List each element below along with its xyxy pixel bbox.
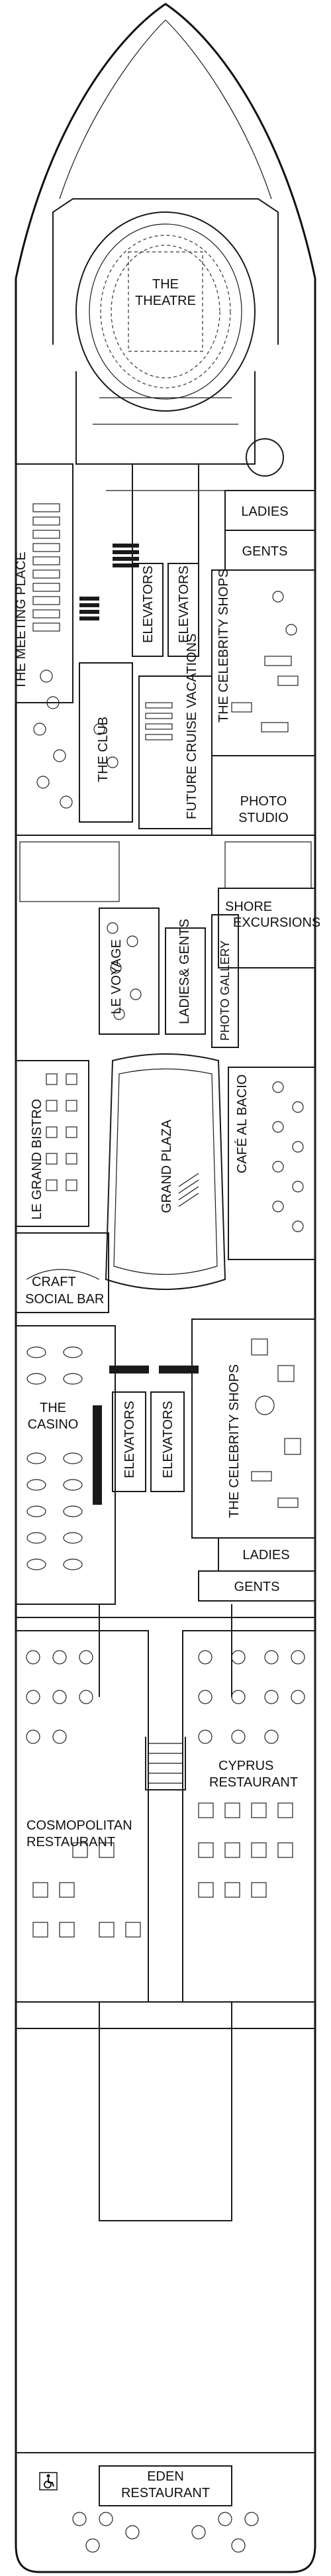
cosmopolitan-restaurant[interactable]: COSMOPOLITAN RESTAURANT [15, 1630, 149, 2003]
theatre-label-2: THEATRE [135, 294, 196, 308]
theatre-area[interactable]: THE THEATRE [52, 198, 284, 477]
cafe-al-bacio[interactable]: CAFÉ AL BACIO [228, 1067, 316, 1260]
bow-line-right [165, 19, 272, 200]
shore-excursions-label-1: SHORE [225, 900, 272, 914]
restroom-aft[interactable]: LADIES GENTS [198, 1537, 316, 1602]
ladies-mid-label: LADIES [242, 1548, 289, 1562]
photo-gallery-label: PHOTO GALLERY [218, 941, 232, 1041]
open-space-1 [19, 841, 120, 902]
casino-label-2: CASINO [28, 1417, 79, 1432]
shore-excursions[interactable]: SHORE EXCURSIONS [218, 888, 320, 968]
elevators-fwd-label-a: ELEVATORS [141, 565, 156, 643]
ladies-gents-label: LADIES& GENTS [177, 919, 192, 1024]
photo-studio-label-1: PHOTO [240, 794, 287, 809]
elevators-mid-label-a: ELEVATORS [122, 1401, 137, 1478]
wheelchair-icon [39, 2472, 58, 2490]
photo-studio[interactable]: PHOTO STUDIO [211, 755, 316, 836]
aft-staircase [145, 1737, 186, 1790]
ladies-fwd-label: LADIES [241, 504, 288, 519]
cosmopolitan-label-2: RESTAURANT [26, 1835, 115, 1849]
le-grand-bistro[interactable]: LE GRAND BISTRO [15, 1060, 89, 1227]
cyprus-label-1: CYPRUS [218, 1759, 273, 1773]
grand-plaza-label: GRAND PLAZA [160, 1119, 174, 1213]
le-voyage[interactable]: LE VOYAGE [99, 907, 160, 1035]
shore-excursions-label-2: EXCURSIONS [233, 915, 320, 930]
meeting-place-label: THE MEETING PLACE [14, 552, 28, 689]
seating-fwd [79, 544, 139, 620]
elevators-mid-label-b: ELEVATORS [161, 1401, 175, 1478]
celebrity-shops-mid-label: THE CELEBRITY SHOPS [227, 1364, 242, 1518]
gents-fwd-label: GENTS [242, 544, 288, 559]
eden-restaurant[interactable]: EDEN RESTAURANT [16, 2452, 315, 2553]
cafe-al-bacio-label: CAFÉ AL BACIO [234, 1075, 250, 1173]
le-voyage-label: LE VOYAGE [109, 939, 124, 1014]
eden-label-1: EDEN [147, 2469, 184, 2484]
ship-hull [15, 3, 316, 2573]
casino-label-1: THE [40, 1401, 66, 1415]
celebrity-shops-fwd-label: THE CELEBRITY SHOPS [216, 569, 231, 723]
photo-studio-label-2: STUDIO [238, 811, 289, 825]
craft-social-bar[interactable]: CRAFT SOCIAL BAR [15, 1232, 109, 1313]
elevators-fwd-label-b: ELEVATORS [177, 565, 191, 643]
grand-plaza[interactable]: GRAND PLAZA [105, 1053, 226, 1290]
service-core [99, 2001, 232, 2221]
craft-label-1: CRAFT [32, 1275, 76, 1289]
restroom-mid[interactable]: LADIES& GENTS [165, 919, 206, 1035]
slot-rows [93, 1366, 199, 1505]
cosmopolitan-label-1: COSMOPOLITAN [26, 1818, 132, 1833]
theatre-label-1: THE [152, 277, 179, 292]
future-cruise-label: FUTURE CRUISE VACATIONS [185, 634, 199, 819]
photo-gallery[interactable]: PHOTO GALLERY [211, 914, 239, 1048]
craft-label-2: SOCIAL BAR [25, 1292, 104, 1307]
the-club-label: THE CLUB [96, 717, 111, 782]
eden-label-2: RESTAURANT [121, 2486, 210, 2500]
meeting-place[interactable]: THE MEETING PLACE [14, 463, 73, 703]
aft-corridor [99, 1604, 232, 1697]
gents-mid-label: GENTS [234, 1580, 280, 1594]
cyprus-label-2: RESTAURANT [209, 1775, 298, 1790]
the-casino[interactable]: THE CASINO [15, 1325, 116, 1605]
elevators-fwd[interactable]: ELEVATORS ELEVATORS [132, 563, 199, 657]
cyprus-restaurant[interactable]: CYPRUS RESTAURANT [182, 1630, 316, 2003]
bow-line-left [59, 19, 166, 200]
le-grand-bistro-label: LE GRAND BISTRO [30, 1099, 44, 1220]
elevators-mid[interactable]: ELEVATORS ELEVATORS [112, 1391, 185, 1492]
the-club[interactable]: THE CLUB [33, 662, 133, 823]
